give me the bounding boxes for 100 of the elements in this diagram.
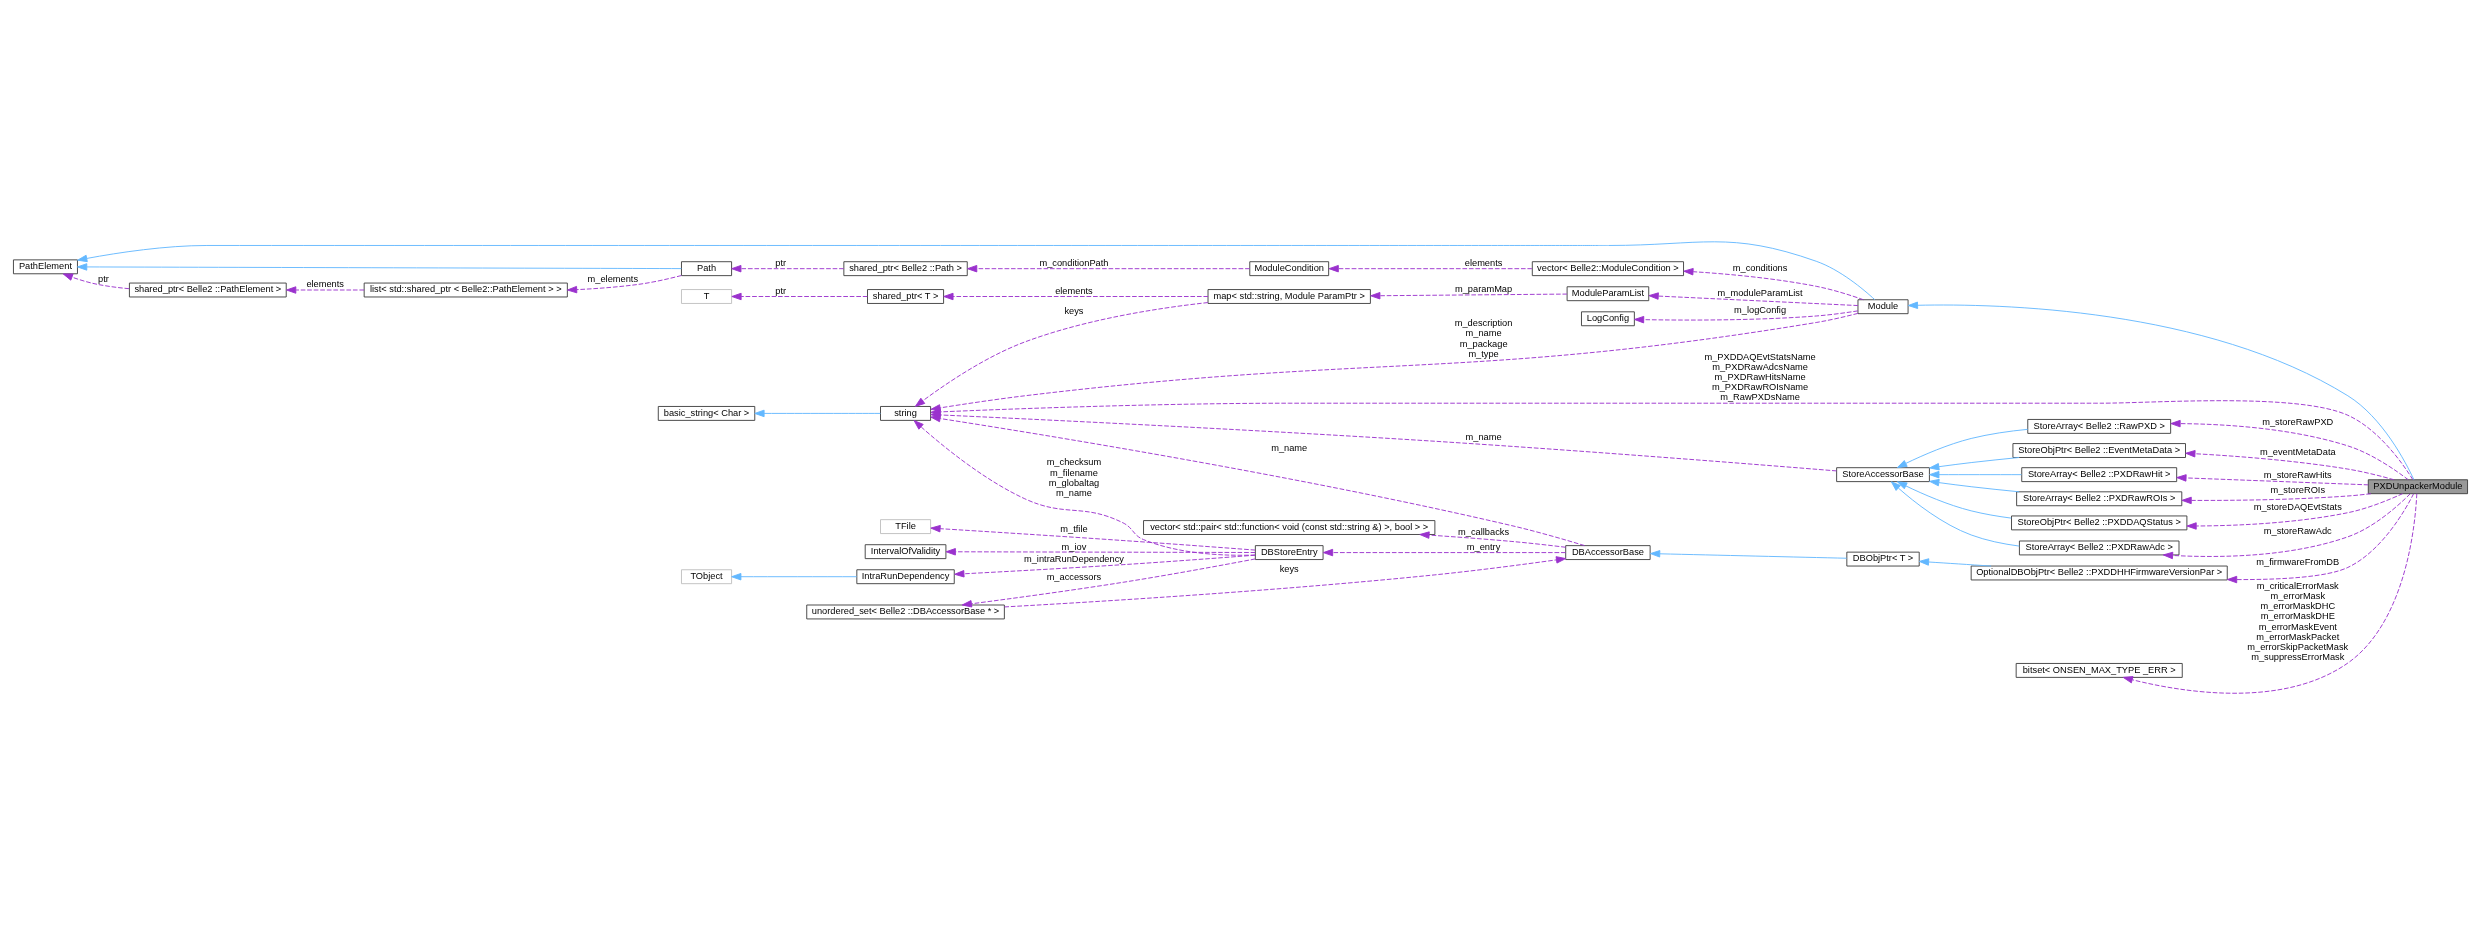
arrow (1918, 558, 1992, 567)
node-box: shared_ptr< Belle2 ::PathElement > (128, 282, 287, 298)
node-box: DBObjPtr< T > (1846, 551, 1920, 567)
arrow (930, 414, 1585, 547)
node-box: ModuleParamList (1566, 286, 1650, 302)
arrow (1650, 550, 1848, 559)
arrow (1370, 292, 1568, 300)
arrow (77, 241, 1876, 301)
edge-label: keys (1279, 564, 1299, 575)
arrow (1929, 470, 2022, 479)
arrow (731, 573, 858, 581)
edge-label: m_iov (1061, 541, 1087, 552)
edge-label: m_elements (587, 273, 639, 284)
edge-label: m_criticalErrorMask m_errorMask m_errorMaskDHC m_errorMaskDHE m_errorMaskEvent m_errorMaskPacket m_errorSkipPacketMask m_suppressErrorMask (2247, 580, 2349, 663)
node-box: IntraRunDependency (856, 569, 955, 585)
node-box: T (681, 289, 733, 304)
arrow (1890, 481, 2020, 547)
node-box: StoreArray< Belle2 ::PXDRawROIs > (2016, 491, 2183, 507)
edge-label: m_intraRunDependency (1023, 553, 1124, 564)
arrow (943, 292, 1209, 301)
edge-label: keys (1064, 306, 1084, 317)
arrow (1896, 428, 2029, 469)
node-box: vector< Belle2::ModuleCondition > (1531, 261, 1684, 277)
arrow (77, 263, 682, 271)
edge-label: m_PXDDAQEvtStatsName m_PXDRawAdcsName m_PXDRawHitsName m_PXDRawROIsName m_RawPXDsName (1704, 351, 1816, 403)
edge-label: ptr (98, 273, 109, 284)
node-box: StoreObjPtr< Belle2 ::EventMetaData > (2012, 443, 2186, 458)
node-box: bitset< ONSEN_MAX_TYPE _ERR > (2015, 663, 2183, 678)
edge-label: ptr (775, 285, 787, 296)
node-box: shared_ptr< T > (867, 289, 945, 304)
node-box: DBStoreEntry (1254, 545, 1324, 560)
node-box: map< std::string, Module ParamPtr > (1207, 289, 1371, 304)
node-box: basic_string< Char > (657, 406, 756, 421)
node-box: list< std::shared_ptr < Belle2::PathElement > > (363, 282, 568, 298)
edge-label: m_storeRawPXD (2262, 416, 2334, 427)
arrow (2170, 419, 2409, 481)
arrow (930, 524, 1256, 551)
arrow (2181, 493, 2372, 505)
arrow (1929, 478, 2020, 493)
arrow (1648, 292, 1859, 307)
edge-label: m_conditions (1732, 262, 1788, 273)
edge-label: m_name (1271, 442, 1308, 453)
arrow (954, 554, 1256, 578)
arrow (2186, 493, 2404, 530)
arrow (1328, 264, 1533, 273)
node-box: OptionalDBObjPtr< Belle2 ::PXDDHHFirmwareVersionPar > (1970, 565, 2228, 581)
node-box: string (880, 406, 932, 421)
edge-label: m_callbacks (1458, 526, 1510, 537)
node-box: IntervalOfValidity (864, 544, 947, 560)
edge-label: m_storeROIs (2270, 485, 2326, 496)
node-box: TObject (681, 569, 733, 585)
node-box: TFile (880, 519, 932, 535)
node-box: vector< std::pair< std::function< void (const std::string &) >, bool > > (1143, 520, 1436, 535)
edge-label: m_description m_name m_package m_type (1454, 318, 1513, 359)
node-box: DBAccessorBase (1565, 545, 1651, 560)
node-box: ModuleCondition (1249, 261, 1330, 277)
node-box: LogConfig (1581, 311, 1635, 327)
arrow (2185, 450, 2395, 481)
arrow (2176, 474, 2369, 486)
edge-label: m_logConfig (1734, 305, 1787, 316)
arrow (754, 409, 881, 418)
edge-label: elements (1055, 285, 1093, 296)
edge-label: m_storeRawHits (2263, 470, 2332, 481)
node-box: StoreAccessorBase (1836, 467, 1930, 483)
edge-label: m_entry (1466, 541, 1501, 552)
edge-label: m_checksum m_filename m_globaltag m_name (1046, 457, 1102, 498)
edge-label: m_name (1465, 432, 1502, 443)
edge-label: elements (1464, 257, 1503, 268)
node-box: PXDUnpackerModule (2367, 479, 2469, 495)
arrow (945, 548, 1256, 556)
arrow (914, 302, 1209, 407)
arrow (913, 420, 1256, 556)
edge-label: m_conditionPath (1039, 257, 1109, 268)
arrow (731, 264, 845, 273)
edge-label: m_eventMetaData (2259, 447, 2336, 458)
arrow (1907, 301, 2415, 481)
edge-label: m_paramMap (1455, 283, 1513, 294)
node-box: unordered_set< Belle2 ::DBAccessorBase * > (806, 604, 1005, 620)
edge-label: m_moduleParamList (1717, 287, 1803, 298)
edge-label: m_accessors (1046, 571, 1102, 582)
arrow (2226, 493, 2415, 584)
arrow (731, 292, 868, 301)
node-box: StoreArray< Belle2 ::RawPXD > (2027, 419, 2172, 434)
node-box: StoreObjPtr< Belle2 ::PXDDAQStatus > (2011, 515, 2188, 531)
arrow (967, 264, 1251, 273)
node-box: StoreArray< Belle2 ::PXDRawHit > (2021, 467, 2178, 483)
arrow (961, 558, 1256, 608)
edge-label: m_firmwareFromDB (2256, 556, 2340, 567)
edge-label: m_storeDAQEvtStats (2253, 501, 2342, 512)
edge-label: m_tfile (1060, 524, 1088, 535)
edge-label: elements (306, 279, 344, 290)
node-box: Module (1857, 299, 1909, 315)
arrow (1896, 481, 2012, 519)
arrow (2162, 493, 2411, 560)
node-box: PathElement (12, 259, 78, 275)
node-box: Path (681, 261, 733, 277)
edge-label: ptr (775, 257, 787, 268)
edge-label: m_storeRawAdc (2263, 526, 2332, 537)
arrow (566, 275, 682, 294)
arrow (1929, 457, 2020, 471)
